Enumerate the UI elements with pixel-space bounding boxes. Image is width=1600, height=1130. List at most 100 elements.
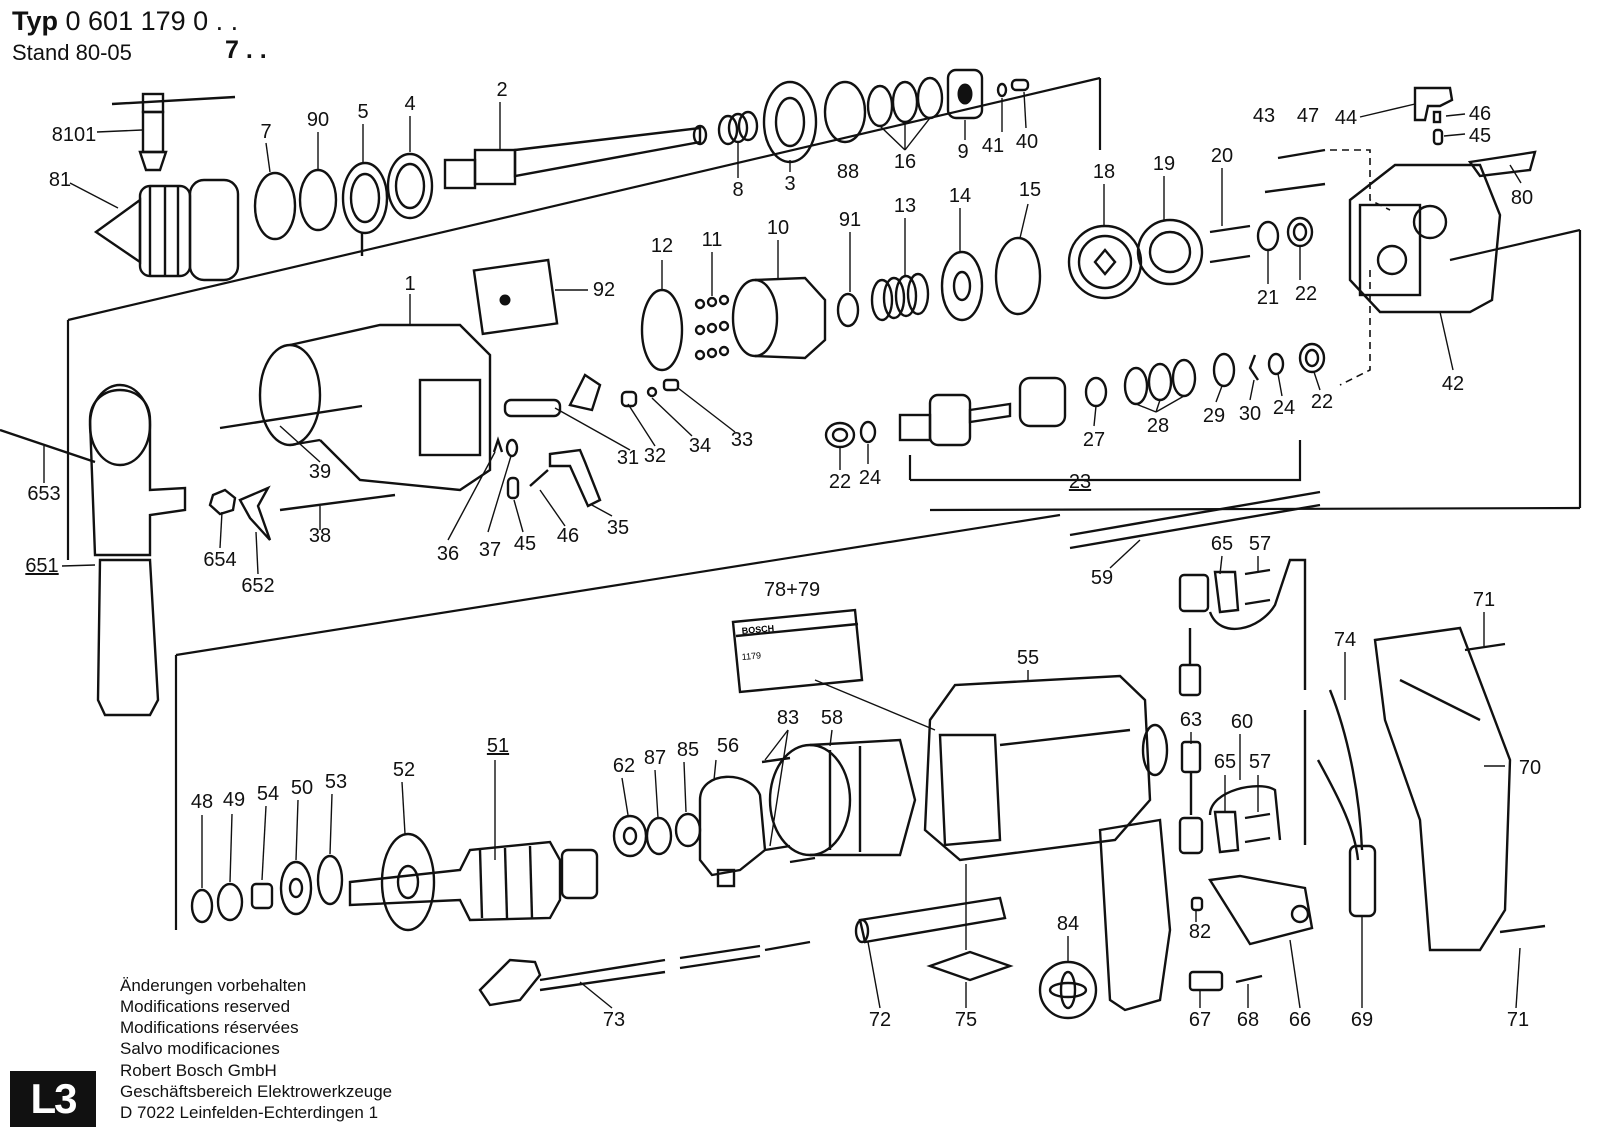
- pin-45b: [506, 476, 520, 500]
- spring-13: [870, 272, 930, 322]
- disc-14: [940, 250, 984, 322]
- auxiliary-handle-651: [88, 383, 187, 717]
- spring-8: [717, 110, 759, 146]
- pin-41: [996, 82, 1008, 98]
- label-11: 11: [702, 229, 723, 251]
- type-number: 0 601 179 0 . .: [65, 6, 239, 36]
- bearing-50: [279, 860, 313, 916]
- label-21: 21: [1257, 287, 1279, 309]
- ring-87: [645, 816, 673, 856]
- dashed-link-22: [1339, 270, 1371, 386]
- label-90: 90: [307, 109, 329, 131]
- small-parts-36-37: [492, 436, 519, 458]
- label-652: 652: [241, 575, 274, 597]
- spring-46: [1432, 110, 1442, 124]
- label-71a: 71: [1473, 589, 1495, 611]
- washer-91: [836, 292, 860, 328]
- sheet-badge: L3: [10, 1071, 96, 1127]
- label-18: 18: [1093, 161, 1115, 183]
- mains-cable-73: [478, 940, 811, 1007]
- label-81: 81: [49, 169, 71, 191]
- label-66: 66: [1289, 1009, 1311, 1031]
- label-44: 44: [1335, 107, 1357, 129]
- label-15: 15: [1019, 179, 1041, 201]
- label-1: 1: [404, 273, 415, 295]
- armature-51: [348, 840, 599, 922]
- label-50: 50: [291, 777, 313, 799]
- label-83: 83: [777, 707, 799, 729]
- washer-88: [823, 80, 867, 144]
- label-654: 654: [203, 549, 236, 571]
- washers-28: [1123, 358, 1197, 406]
- screw-71b: [1499, 924, 1546, 934]
- label-5: 5: [357, 101, 368, 123]
- stator-58: [768, 738, 917, 857]
- dashed-link-43: [1330, 149, 1391, 211]
- label-74: 74: [1334, 629, 1356, 651]
- label-10: 10: [767, 217, 789, 239]
- logo-84: [1038, 960, 1098, 1020]
- brush-holder-65a: [1178, 570, 1240, 614]
- company-location: D 7022 Leinfelden-Echterdingen 1: [120, 1103, 379, 1122]
- label-43: 43: [1253, 105, 1275, 127]
- label-16: 16: [894, 151, 916, 173]
- bearing-62: [612, 814, 648, 858]
- type-label: Typ: [12, 6, 58, 36]
- circlip-15: [994, 236, 1042, 316]
- label-12: 12: [651, 235, 673, 257]
- intermediate-shaft-23: [898, 376, 1067, 447]
- bearing-22b: [824, 421, 856, 449]
- type-header: Typ 0 601 179 0 . .: [12, 6, 238, 37]
- label-28: 28: [1147, 415, 1169, 437]
- company-address: Robert Bosch GmbH Geschäftsbereich Elekt…: [120, 1060, 392, 1123]
- balls-11: [694, 294, 730, 361]
- label-41: 41: [982, 135, 1004, 157]
- label-91: 91: [839, 209, 861, 231]
- gear-group-frame: [910, 440, 1302, 482]
- wires-59: [1069, 490, 1321, 550]
- label-58: 58: [821, 707, 843, 729]
- cable-60-top: [1208, 558, 1307, 690]
- label-92: [472, 258, 559, 336]
- ring-85: [674, 812, 702, 848]
- bearing-22a: [1286, 216, 1314, 248]
- label-653: 653: [27, 483, 60, 505]
- note-de: Änderungen vorbehalten: [120, 976, 307, 995]
- company-name: Robert Bosch GmbH: [120, 1061, 277, 1080]
- cable-74: [1316, 689, 1377, 918]
- gear-19: [1136, 218, 1204, 286]
- gear-housing-1: [258, 323, 492, 492]
- washer-90: [298, 168, 338, 232]
- label-57a: 57: [1249, 533, 1271, 555]
- label-3: 3: [784, 173, 795, 195]
- note-es: Salvo modificaciones: [120, 1039, 280, 1058]
- label-22c: 22: [1311, 391, 1333, 413]
- label-8101: 8101: [52, 124, 97, 146]
- nut-654: [208, 488, 237, 516]
- label-65a: 65: [1211, 533, 1233, 555]
- ring-4: [386, 152, 434, 220]
- label-85: 85: [677, 739, 699, 761]
- label-30: 30: [1239, 403, 1261, 425]
- label-57b: 57: [1249, 751, 1271, 773]
- motor-housing-55: [923, 674, 1172, 1012]
- washer-21: [1256, 220, 1280, 252]
- label-80: 80: [1511, 187, 1533, 209]
- wing-nut-652: [238, 485, 272, 541]
- label-24b: 24: [1273, 397, 1295, 419]
- modification-notes: Änderungen vorbehalten Modifications res…: [120, 975, 306, 1059]
- label-54: 54: [257, 783, 279, 805]
- label-72: 72: [869, 1009, 891, 1031]
- rod-47: [1277, 148, 1326, 160]
- label-38: 38: [309, 525, 331, 547]
- washer-27: [1084, 376, 1108, 408]
- label-19: 19: [1153, 153, 1175, 175]
- washer-48: [190, 888, 214, 924]
- label-24a: 24: [859, 467, 881, 489]
- label-4: 4: [404, 93, 415, 115]
- label-82: 82: [1189, 921, 1211, 943]
- baffle-56: [698, 775, 767, 888]
- screws-83: [761, 756, 816, 864]
